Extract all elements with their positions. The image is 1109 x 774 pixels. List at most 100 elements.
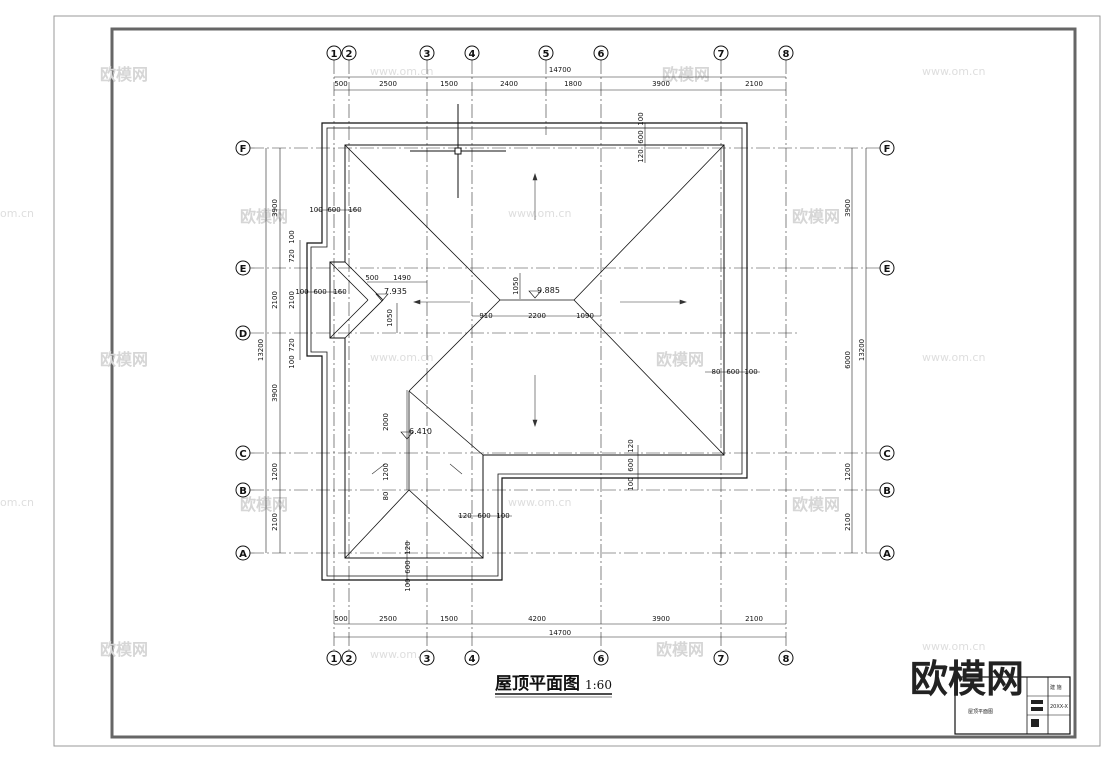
svg-text:F: F — [884, 144, 891, 155]
grid-bubble-8[interactable]: 8 — [778, 45, 794, 61]
svg-text:100: 100 — [496, 512, 509, 520]
svg-text:E: E — [240, 264, 247, 275]
svg-text:120: 120 — [458, 512, 471, 520]
svg-text:600: 600 — [313, 288, 326, 296]
dim-label: 3900 — [271, 199, 279, 217]
svg-text:8: 8 — [783, 49, 790, 60]
watermark-brand: 欧模网 — [662, 65, 710, 84]
watermark-url: www.om.cn — [922, 65, 985, 78]
dim-label: 6000 — [844, 351, 852, 369]
svg-text:100: 100 — [744, 368, 757, 376]
svg-text:1200: 1200 — [382, 463, 390, 481]
grid-bubble-2[interactable]: 2 — [341, 45, 357, 61]
outer-frame — [53, 15, 1101, 747]
dim-label: 3900 — [844, 199, 852, 217]
watermark-url: www.om.cn — [370, 648, 433, 661]
svg-text:F: F — [240, 144, 247, 155]
watermark-url: www.om.cn — [508, 496, 571, 509]
grid-bubble-3[interactable]: 3 — [419, 45, 435, 61]
svg-text:120: 120 — [637, 149, 645, 162]
svg-text:100: 100 — [288, 230, 296, 243]
dim-label: 1200 — [271, 463, 279, 481]
grid-bubble-1[interactable]: 1 — [326, 650, 342, 666]
eave-dimensions: 100 600 120 100 600 160 100 600 160 100 … — [288, 112, 758, 591]
svg-text:1: 1 — [331, 49, 338, 60]
slope-arrow-icon — [371, 173, 687, 475]
sheet-title-block: 屋顶平面图 建 施 20XX-X 欧模网 — [910, 657, 1071, 735]
title-block-drawing-name: 屋顶平面图 — [968, 709, 993, 715]
svg-text:100: 100 — [627, 477, 635, 490]
grid-bubble-8[interactable]: 8 — [778, 650, 794, 666]
watermark-url: om.cn — [0, 496, 34, 509]
dim-label: 2100 — [271, 291, 279, 309]
watermark-brand: 欧模网 — [240, 207, 288, 226]
inner-frame — [110, 27, 1077, 739]
grid-bubble-B[interactable]: B — [879, 482, 895, 498]
grid-bubble-4[interactable]: 4 — [464, 45, 480, 61]
watermark-url: www.om.cn — [508, 207, 571, 220]
dim-label: 1500 — [440, 615, 458, 623]
watermark-url: www.om.cn — [922, 640, 985, 653]
grid-bubble-3[interactable]: 3 — [419, 650, 435, 666]
dim-label: 3900 — [271, 384, 279, 402]
elevation-marker-icon — [375, 290, 542, 440]
grid-bubble-B[interactable]: B — [235, 482, 251, 498]
svg-text:160: 160 — [333, 288, 346, 296]
dim-label: 1200 — [844, 463, 852, 481]
svg-text:E: E — [884, 264, 891, 275]
svg-text:120: 120 — [404, 541, 412, 554]
dim-label: 4200 — [528, 615, 546, 623]
svg-text:4: 4 — [469, 49, 476, 60]
svg-text:C: C — [883, 449, 890, 460]
svg-text:80: 80 — [382, 492, 390, 501]
grid-bubble-6[interactable]: 6 — [593, 650, 609, 666]
grid-bubble-6[interactable]: 6 — [593, 45, 609, 61]
title-block-cell: 建 施 — [1050, 684, 1062, 691]
svg-text:2100: 2100 — [288, 291, 296, 309]
svg-text:100: 100 — [404, 578, 412, 591]
grid-bubble-7[interactable]: 7 — [713, 650, 729, 666]
grid-axes — [250, 60, 880, 650]
grid-bubbles-bottom: 1 2 3 4 6 7 8 — [326, 650, 794, 666]
dim-label: 2500 — [379, 80, 397, 88]
grid-bubble-1[interactable]: 1 — [326, 45, 342, 61]
grid-bubble-7[interactable]: 7 — [713, 45, 729, 61]
grid-bubbles-left: F E D C B A — [235, 140, 251, 561]
svg-text:C: C — [239, 449, 246, 460]
elevation-label: 9.885 — [537, 286, 560, 295]
grid-bubble-5[interactable]: 5 — [538, 45, 554, 61]
title-block-cell: 20XX-X — [1050, 704, 1069, 710]
svg-text:120: 120 — [627, 439, 635, 452]
grid-bubble-C[interactable]: C — [235, 445, 251, 461]
svg-text:6: 6 — [598, 654, 605, 665]
grid-bubble-A[interactable]: A — [879, 545, 895, 561]
grid-bubble-F[interactable]: F — [879, 140, 895, 156]
watermark-brand: 欧模网 — [100, 640, 148, 659]
grid-bubble-D[interactable]: D — [235, 325, 251, 341]
grid-bubble-E[interactable]: E — [235, 260, 251, 276]
grid-bubble-C[interactable]: C — [879, 445, 895, 461]
svg-text:100: 100 — [309, 206, 322, 214]
right-dimensions: 3900 6000 1200 2100 13200 — [844, 199, 866, 531]
svg-text:1050: 1050 — [512, 277, 520, 295]
drawing-title: 屋顶平面图 — [495, 674, 580, 694]
watermark-brand: 欧模网 — [240, 495, 288, 514]
grid-bubble-A[interactable]: A — [235, 545, 251, 561]
svg-text:100: 100 — [637, 112, 645, 125]
svg-text:600: 600 — [637, 130, 645, 143]
svg-text:1: 1 — [331, 654, 338, 665]
dim-label: 2100 — [844, 513, 852, 531]
dim-label: 3900 — [652, 80, 670, 88]
svg-text:5: 5 — [543, 49, 550, 60]
svg-text:600: 600 — [404, 560, 412, 573]
watermark-url: www.om.cn — [922, 351, 985, 364]
svg-text:B: B — [883, 486, 891, 497]
grid-bubble-2[interactable]: 2 — [341, 650, 357, 666]
svg-text:600: 600 — [327, 206, 340, 214]
roof-outline — [306, 122, 748, 581]
svg-text:600: 600 — [726, 368, 739, 376]
crosshair-cursor-icon[interactable] — [410, 104, 506, 198]
grid-bubble-E[interactable]: E — [879, 260, 895, 276]
grid-bubble-F[interactable]: F — [235, 140, 251, 156]
grid-bubble-4[interactable]: 4 — [464, 650, 480, 666]
